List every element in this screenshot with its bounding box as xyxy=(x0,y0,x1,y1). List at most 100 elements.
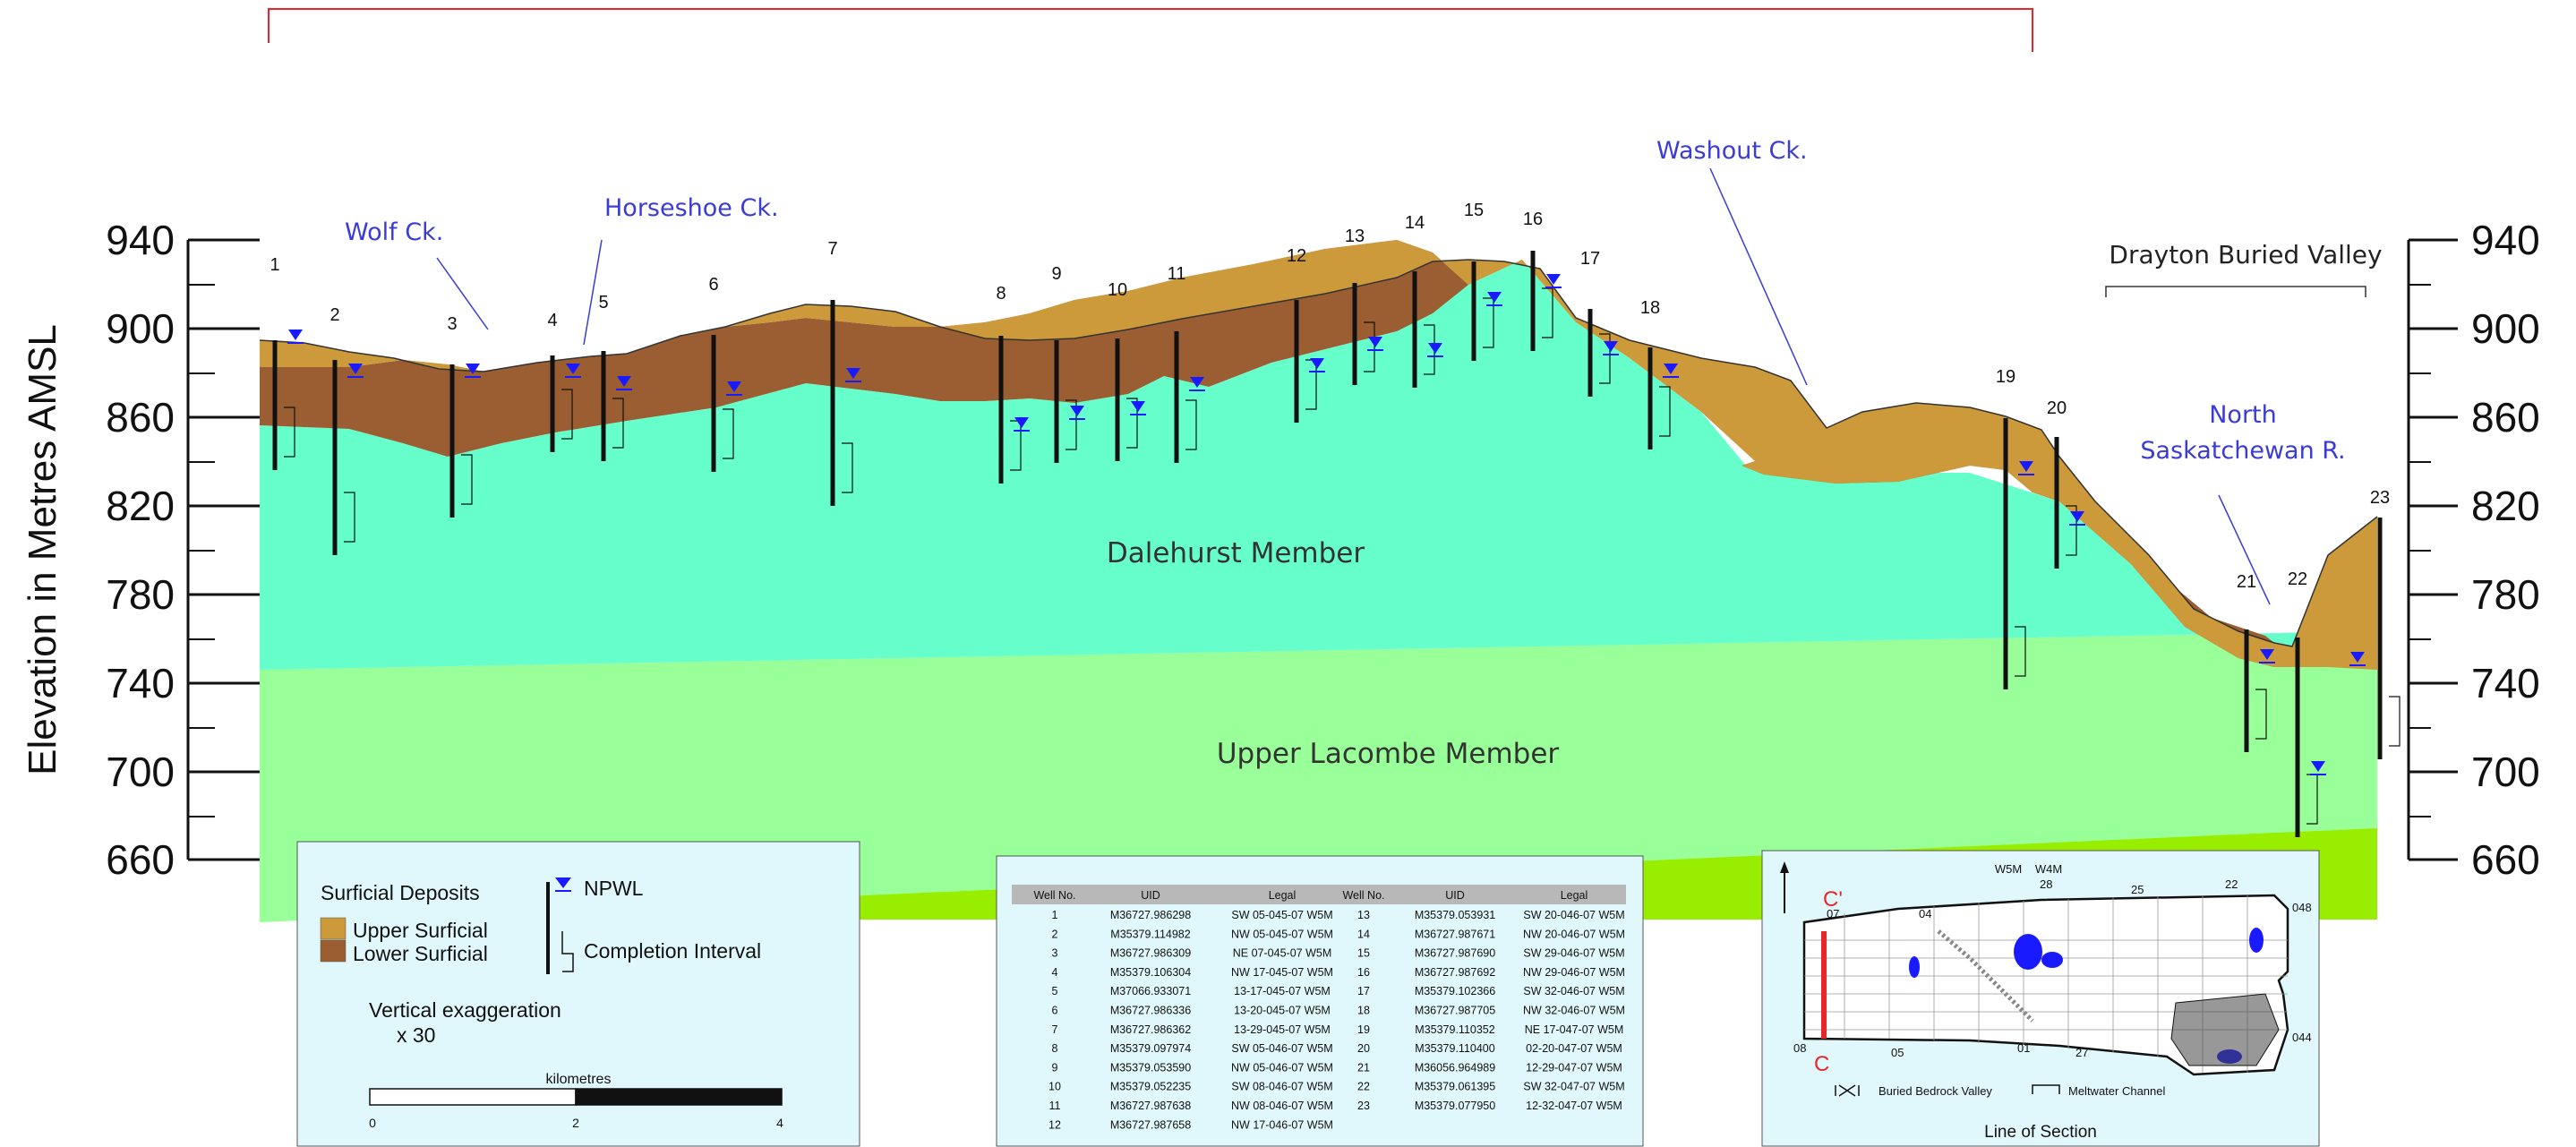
map-label-044: 044 xyxy=(2292,1031,2312,1044)
washout-creek-label: Washout Ck. xyxy=(1656,137,1808,165)
map-meridian-w4m: W4M xyxy=(2035,862,2062,876)
well-20-npwl-marker xyxy=(2070,511,2084,522)
table-right-row-4-cell-2: SW 32-046-07 W5M xyxy=(1523,985,1624,997)
table-right-row-5-cell-0: 18 xyxy=(1357,1005,1370,1017)
table-right-row-8-cell-2: 12-29-047-07 W5M xyxy=(1526,1061,1622,1074)
well-8-npwl-marker xyxy=(1014,417,1029,428)
table-left-row-10-cell-2: NW 08-046-07 W5M xyxy=(1231,1100,1333,1112)
table-right-row-0-cell-2: SW 20-046-07 W5M xyxy=(1523,909,1624,921)
scale-tick-0: 0 xyxy=(369,1116,376,1130)
table-right-row-1-cell-1: M36727.987671 xyxy=(1415,928,1495,940)
table-right-row-0-cell-0: 13 xyxy=(1357,909,1370,921)
table-right-row-2-cell-2: SW 29-046-07 W5M xyxy=(1523,947,1624,960)
table-left-row-5-cell-1: M36727.986336 xyxy=(1110,1005,1191,1017)
scale-tick-4: 4 xyxy=(776,1116,783,1130)
table-left-row-10-cell-0: 11 xyxy=(1049,1100,1061,1112)
north-sask-pointer xyxy=(2218,494,2271,605)
table-right-row-6-cell-1: M35379.110352 xyxy=(1415,1023,1494,1036)
right-tick-label-660: 660 xyxy=(2471,836,2540,883)
well-23-completion-interval xyxy=(2389,696,2401,747)
well-16-npwl-marker xyxy=(1546,274,1561,285)
well-13-npwl-marker xyxy=(1368,337,1382,347)
scale-bar-white xyxy=(369,1088,577,1106)
well-6-npwl-marker xyxy=(727,381,741,392)
table-left-row-6-cell-0: 7 xyxy=(1052,1023,1058,1036)
map-legend-channel-label: Meltwater Channel xyxy=(2068,1084,2165,1098)
well-2-npwl-marker xyxy=(348,364,363,374)
table-right-row-2-cell-1: M36727.987690 xyxy=(1415,947,1495,960)
creek-annotations: Wolf Ck. Horseshoe Ck. Washout Ck. North… xyxy=(345,137,2346,605)
legend-upper-label: Upper Surficial xyxy=(353,919,488,942)
table-left-row-4-cell-0: 5 xyxy=(1052,985,1058,997)
left-tick-label-660: 660 xyxy=(106,836,175,883)
well-23-label: 23 xyxy=(2370,488,2390,508)
map-label-22: 22 xyxy=(2225,877,2238,891)
table-left-row-3-cell-2: NW 17-045-07 W5M xyxy=(1231,966,1333,979)
map-label-25: 25 xyxy=(2131,883,2144,896)
table-left-row-6-cell-1: M36727.986362 xyxy=(1110,1023,1191,1036)
dalehurst-layer xyxy=(260,260,2377,670)
well-5-npwl-marker xyxy=(617,376,631,387)
well-21-label: 21 xyxy=(2237,572,2256,592)
left-tick-label-780: 780 xyxy=(106,571,175,618)
map-label-08: 08 xyxy=(1793,1041,1806,1055)
well-6-completion-interval xyxy=(723,408,734,459)
scale-bar-title: kilometres xyxy=(546,1072,612,1087)
right-tick-label-740: 740 xyxy=(2471,660,2540,706)
map-label-04: 04 xyxy=(1919,907,1931,920)
table-left-row-7-cell-1: M35379.097974 xyxy=(1110,1042,1191,1055)
well-7-completion-interval xyxy=(842,442,853,493)
legend-upper-swatch xyxy=(320,917,347,940)
legend-lower-swatch xyxy=(320,939,347,963)
well-1-npwl-marker xyxy=(288,330,303,340)
left-tick-label-740: 740 xyxy=(106,660,175,706)
y-axis-title: Elevation in Metres AMSL xyxy=(21,324,64,775)
table-right-row-6-cell-0: 19 xyxy=(1357,1023,1370,1036)
upper-lacombe-member-label: Upper Lacombe Member xyxy=(1217,738,1560,770)
map-legend-valley-label: Buried Bedrock Valley xyxy=(1879,1084,1992,1098)
legend-vexag-line2: x 30 xyxy=(397,1023,435,1047)
well-8-completion-interval xyxy=(1010,420,1022,471)
well-8-label: 8 xyxy=(996,284,1006,304)
well-12-label: 12 xyxy=(1287,246,1306,266)
well-14-label: 14 xyxy=(1405,213,1425,233)
well-17-label: 17 xyxy=(1580,249,1600,269)
map-legend-valley-icon xyxy=(1835,1084,1860,1097)
table-left-row-3-cell-0: 4 xyxy=(1052,966,1058,979)
legend-title: Surficial Deposits xyxy=(321,881,480,904)
well-9-completion-interval xyxy=(1065,399,1077,450)
location-map-panel: W5M W4M xyxy=(1761,850,2320,1147)
table-left-row-11-cell-2: NW 17-046-07 W5M xyxy=(1231,1118,1333,1131)
map-grid xyxy=(1804,895,2288,1073)
table-right-row-9-cell-2: SW 32-047-07 W5M xyxy=(1523,1081,1624,1093)
table-left-row-11-cell-0: 12 xyxy=(1048,1118,1061,1131)
legend-npwl-label: NPWL xyxy=(584,877,644,900)
well-12-completion-interval xyxy=(1305,359,1317,410)
well-3-label: 3 xyxy=(447,314,457,334)
map-meridian-w5m: W5M xyxy=(1995,862,2022,876)
table-left-row-8-cell-0: 9 xyxy=(1052,1061,1058,1074)
well-3-completion-interval xyxy=(461,454,473,505)
well-11-completion-interval xyxy=(1185,399,1197,450)
well-22-npwl-marker xyxy=(2311,761,2325,772)
table-left-row-6-cell-2: 13-29-045-07 W5M xyxy=(1234,1023,1331,1036)
table-left-row-1-cell-1: M35379.114982 xyxy=(1110,928,1190,940)
map-lake-2 xyxy=(2041,952,2063,968)
upper-surficial-layer xyxy=(260,240,2377,670)
map-label-048: 048 xyxy=(2292,901,2312,914)
table-left-row-2-cell-0: 3 xyxy=(1052,947,1058,960)
map-buried-valley-hatch xyxy=(2170,993,2280,1066)
table-left-row-4-cell-2: 13-17-045-07 W5M xyxy=(1234,985,1331,997)
table-header-0: Well No. xyxy=(1033,889,1075,902)
well-10-npwl-marker xyxy=(1131,401,1145,412)
legend-npwl-icon xyxy=(555,877,571,888)
left-tick-label-940: 940 xyxy=(106,217,175,263)
well-10-label: 10 xyxy=(1108,280,1127,300)
table-left-row-7-cell-0: 8 xyxy=(1052,1042,1058,1055)
legend-completion-label: Completion Interval xyxy=(584,939,761,963)
table-right-row-4-cell-1: M35379.102366 xyxy=(1415,985,1495,997)
legend-vexag-line1: Vertical exaggeration xyxy=(369,998,561,1022)
map-lake-1 xyxy=(2014,934,2042,970)
table-right-row-0-cell-1: M35379.053931 xyxy=(1415,909,1495,921)
